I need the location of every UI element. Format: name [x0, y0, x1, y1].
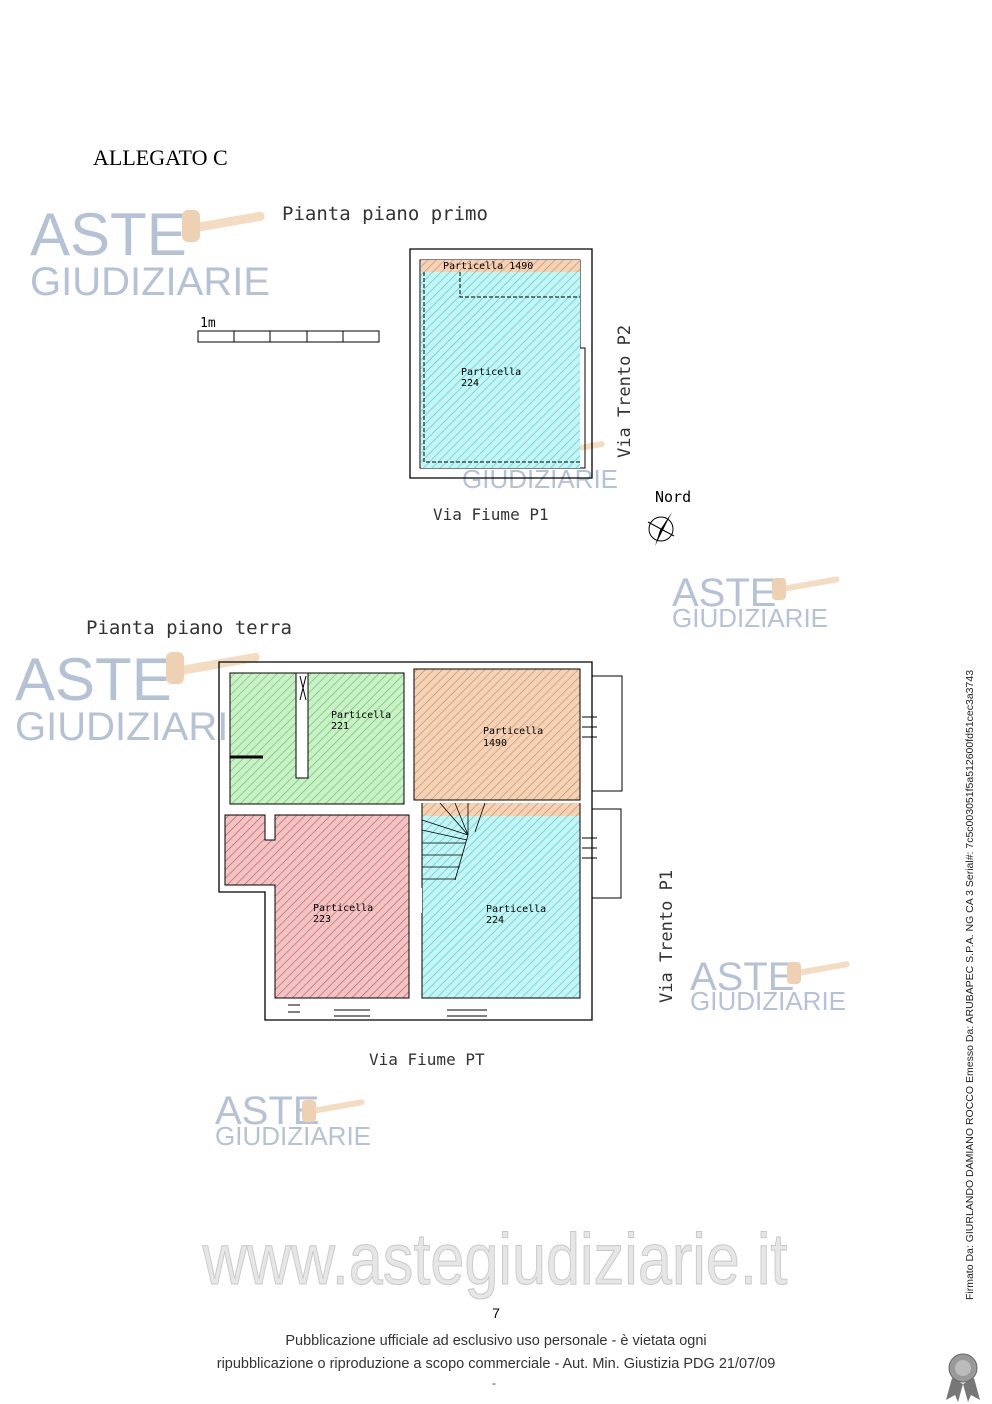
watermark-logo: ASTE GIUDIZIARIE	[30, 201, 270, 304]
svg-text:Particella: Particella	[461, 367, 521, 378]
street-label-via-fiume-p1: Via Fiume P1	[433, 505, 549, 524]
svg-text:ASTE: ASTE	[672, 571, 776, 615]
svg-text:221: 221	[331, 721, 349, 732]
parcel-221-area	[229, 672, 405, 805]
parcel-223-area	[224, 814, 410, 999]
svg-text:ASTE: ASTE	[690, 955, 794, 999]
svg-text:Particella: Particella	[331, 710, 391, 721]
watermark-logo: ASTE GIUDIZIARIE	[215, 1089, 371, 1151]
svg-text:Particella: Particella	[313, 903, 373, 914]
first-floor-title: Pianta piano primo	[282, 203, 488, 225]
svg-text:1m: 1m	[200, 316, 216, 331]
attachment-title: ALLEGATO C	[93, 145, 228, 170]
svg-text:224: 224	[461, 378, 479, 389]
svg-text:223: 223	[313, 914, 331, 925]
north-arrow-icon	[647, 512, 675, 546]
svg-text:1490: 1490	[483, 738, 507, 749]
parcel-224-area	[422, 816, 580, 998]
parcel-1490-area	[413, 668, 581, 801]
street-label-via-trento-p2: Via Trento P2	[615, 325, 635, 458]
scale-bar: 1m	[197, 316, 380, 343]
svg-text:ASTE: ASTE	[30, 201, 187, 268]
svg-text:Particella: Particella	[483, 726, 543, 737]
svg-text:GIUDIZIARIE: GIUDIZIARIE	[690, 986, 846, 1016]
page-number: 7	[492, 1305, 500, 1321]
watermark-url: www.astegiudiziarie.it	[202, 1220, 788, 1300]
street-label-via-trento-p1: Via Trento P1	[657, 870, 677, 1003]
svg-text:Particella 1490: Particella 1490	[443, 261, 533, 272]
digital-signature: Firmato Da: GIURLANDO DAMIANO ROCCO Emes…	[964, 669, 976, 1301]
parcel-1490-area	[421, 260, 580, 272]
parcel-224-area	[421, 272, 580, 468]
footer-line-1: Pubblicazione ufficiale ad esclusivo uso…	[285, 1333, 707, 1349]
gavel-icon	[302, 1099, 365, 1122]
street-label-via-fiume-pt: Via Fiume PT	[369, 1050, 485, 1069]
north-label: Nord	[655, 488, 691, 506]
gavel-icon	[182, 210, 265, 242]
ground-floor-title: Pianta piano terra	[86, 617, 292, 639]
footer-line-2: ripubblicazione o riproduzione a scopo c…	[216, 1356, 776, 1372]
svg-text:GIUDIZIARIE: GIUDIZIARIE	[15, 705, 255, 749]
svg-text:224: 224	[486, 915, 504, 926]
svg-text:GIUDIZIARIE: GIUDIZIARIE	[672, 603, 828, 633]
gavel-icon	[772, 576, 840, 600]
watermark-logo: ASTE GIUDIZIARIE	[690, 955, 850, 1016]
certified-seal-icon	[946, 1353, 980, 1402]
page-dash: -	[492, 1376, 496, 1390]
svg-text:Particella: Particella	[486, 904, 546, 915]
gavel-icon	[166, 652, 260, 684]
watermark-logo: ASTE GIUDIZIARIE	[15, 646, 260, 749]
svg-text:GIUDIZIARIE: GIUDIZIARIE	[215, 1121, 371, 1151]
watermark-logo: ASTE GIUDIZIARIE	[672, 571, 840, 633]
gavel-icon	[787, 961, 850, 984]
svg-text:GIUDIZIARIE: GIUDIZIARIE	[30, 260, 270, 304]
svg-text:ASTE: ASTE	[15, 646, 172, 713]
ground-floor-plan: Particella 221 Particella 1490 Particell…	[218, 661, 623, 1021]
first-floor-plan: Particella 1490 Particella 224	[409, 248, 593, 479]
